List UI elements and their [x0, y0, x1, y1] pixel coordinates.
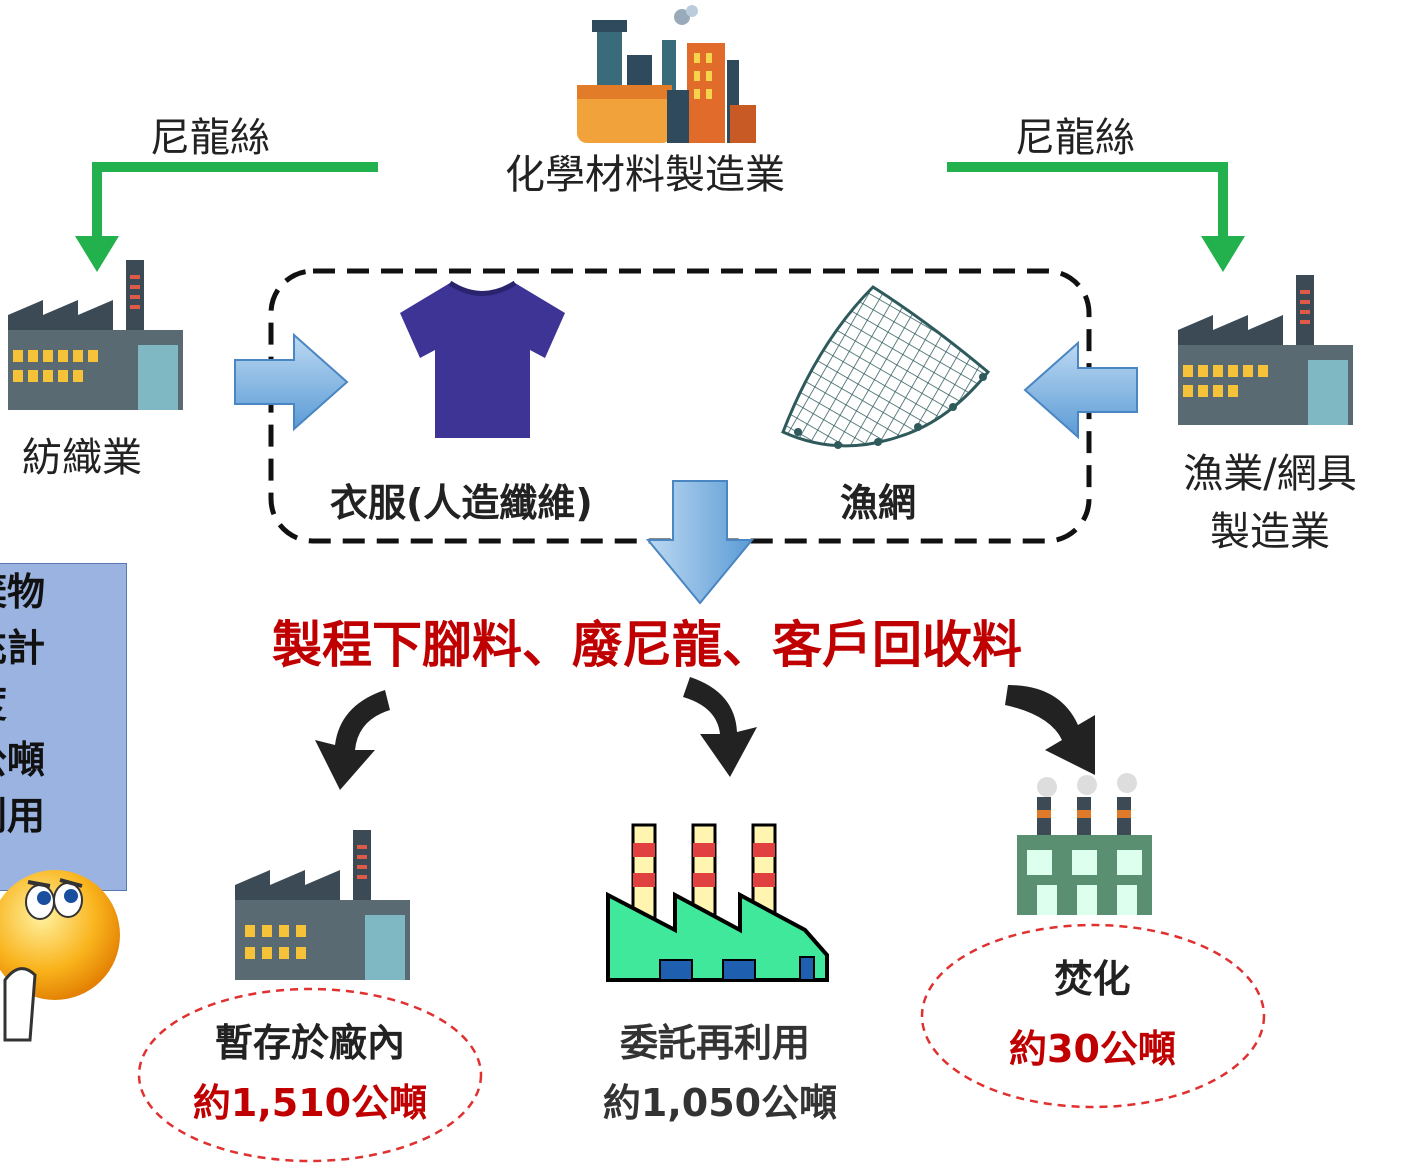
- waste-headline: 製程下腳料、廢尼龍、客戶回收料: [272, 616, 1022, 674]
- fishery-label-line1: 漁業/網具: [1183, 451, 1357, 497]
- blue-arrow-down: [645, 480, 755, 605]
- chemical-factory-icon: [577, 5, 756, 143]
- incinerate-label: 焚化: [1054, 957, 1131, 1001]
- reuse-factory-icon: [606, 823, 829, 982]
- thinking-face-icon: [0, 870, 120, 1042]
- clothes-label: 衣服(人造纖維): [330, 481, 593, 525]
- textile-factory-icon: [8, 260, 183, 410]
- fishery-factory-icon: [1178, 275, 1353, 425]
- info-line-1: 棄物: [0, 570, 46, 614]
- storage-dashed-ellipse: [137, 987, 483, 1163]
- info-line-3: 度: [0, 676, 126, 732]
- tshirt-icon: [400, 280, 565, 438]
- storage-amount: 約1,510公噸: [192, 1081, 428, 1125]
- reuse-label: 委託再利用: [619, 1021, 810, 1065]
- incinerator-icon: [1017, 773, 1152, 915]
- reuse-amount: 約1,050公噸: [602, 1081, 838, 1125]
- green-arrow-right: [947, 162, 1245, 272]
- textile-label: 紡織業: [22, 435, 142, 481]
- green-arrow-left: [75, 162, 378, 272]
- nylon-label-left: 尼龍絲: [150, 115, 270, 161]
- blue-arrow-right: [234, 332, 349, 432]
- fishery-label: 漁業/網具 製造業: [1165, 445, 1375, 561]
- info-line-4: 公噸: [0, 738, 46, 782]
- fishery-label-line2: 製造業: [1210, 509, 1330, 555]
- nylon-label-right: 尼龍絲: [1015, 115, 1135, 161]
- chemical-factory-label: 化學材料製造業: [505, 152, 785, 198]
- info-line-5: 利用: [0, 794, 46, 838]
- curved-arrow-middle: [683, 677, 757, 777]
- incinerate-dashed-ellipse: [920, 923, 1266, 1109]
- storage-factory-icon: [235, 830, 410, 980]
- info-line-2: 充計: [0, 626, 46, 670]
- storage-label: 暫存於廠內: [214, 1021, 405, 1065]
- curved-arrow-right: [1005, 685, 1095, 775]
- blue-arrow-left: [1023, 340, 1138, 440]
- incinerate-amount: 約30公噸: [1009, 1027, 1176, 1071]
- fishing-net-icon: [781, 285, 991, 449]
- info-box: 棄物 充計 度 公噸 利用: [0, 563, 127, 891]
- curved-arrow-left: [315, 690, 390, 790]
- net-label: 漁網: [840, 481, 917, 525]
